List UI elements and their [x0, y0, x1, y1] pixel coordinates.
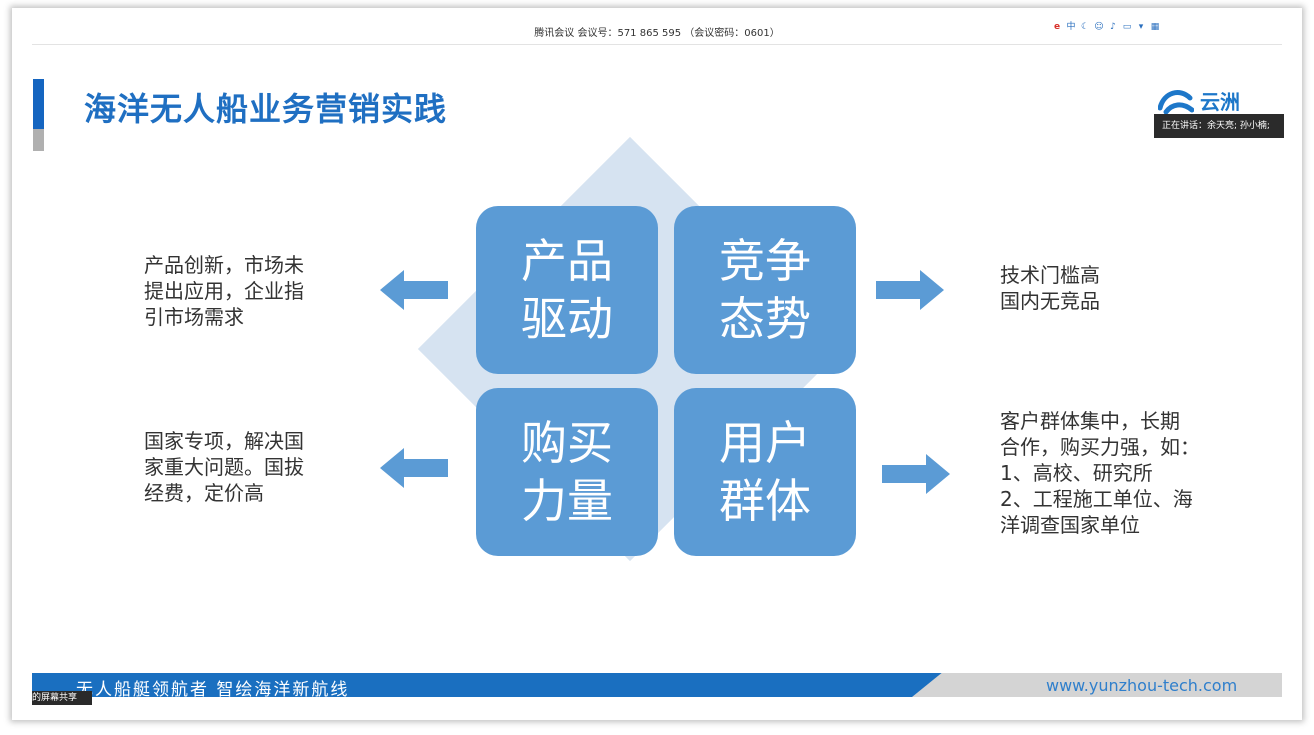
- quadrant-label: 态势: [719, 292, 811, 346]
- quadrant-label: 购买: [521, 416, 613, 470]
- arrow-right-icon: [876, 270, 944, 310]
- product-description: 产品创新，市场未 提出应用，企业指 引市场需求: [144, 252, 304, 330]
- description-line: 产品创新，市场未: [144, 253, 304, 277]
- logo-text: 云洲: [1200, 90, 1240, 114]
- quadrant-user-group: 用户 群体: [674, 388, 856, 556]
- grid-icon[interactable]: ▦: [1150, 22, 1160, 32]
- quadrant-competition: 竞争 态势: [674, 206, 856, 374]
- quadrant-purchasing-power: 购买 力量: [476, 388, 658, 556]
- quadrant-label: 力量: [521, 474, 613, 528]
- arrow-left-icon: [380, 270, 448, 310]
- users-description: 客户群体集中，长期 合作，购买力强，如： 1、高校、研究所 2、工程施工单位、海…: [1000, 408, 1200, 538]
- description-line: 引市场需求: [144, 305, 244, 329]
- footer-url: www.yunzhou-tech.com: [1046, 676, 1238, 695]
- moon-icon[interactable]: ☾: [1080, 22, 1090, 32]
- slide-title: 海洋无人船业务营销实践: [84, 90, 448, 128]
- emoji-icon[interactable]: ☺: [1094, 22, 1104, 32]
- arrow-left-icon: [380, 448, 448, 488]
- quadrant-label: 产品: [521, 234, 613, 288]
- description-line: 2、工程施工单位、海: [1000, 487, 1193, 511]
- competition-description: 技术门槛高 国内无竞品: [1000, 262, 1100, 314]
- purchase-description: 国家专项，解决国 家重大问题。国拔 经费，定价高: [144, 428, 304, 506]
- description-line: 国内无竞品: [1000, 289, 1100, 313]
- title-accent-bar: [33, 79, 44, 129]
- description-line: 客户群体集中，长期: [1000, 409, 1180, 433]
- description-line: 技术门槛高: [1000, 263, 1100, 287]
- screen-share-label[interactable]: 的屏幕共享: [32, 691, 92, 705]
- meeting-top-bar: 腾讯会议 会议号：571 865 595 （会议密码：0601） e 中 ☾ ☺…: [32, 8, 1282, 45]
- quadrant-label: 驱动: [521, 292, 613, 346]
- mic-icon[interactable]: ♪: [1110, 22, 1116, 32]
- app-icon[interactable]: e: [1053, 22, 1061, 32]
- speaker-indicator: 正在讲话：余天亮; 孙小楠;: [1154, 114, 1284, 138]
- footer-grey-band: [912, 673, 1282, 697]
- quadrant-product-driven: 产品 驱动: [476, 206, 658, 374]
- logo-wave-icon: [1157, 88, 1195, 114]
- description-line: 国家专项，解决国: [144, 429, 304, 453]
- company-logo: 云洲: [1157, 86, 1240, 115]
- title-accent-bar-grey: [33, 129, 44, 151]
- slide-footer: 无人船艇领航者 智绘海洋新航线 www.yunzhou-tech.com: [32, 673, 1282, 700]
- description-line: 提出应用，企业指: [144, 279, 304, 303]
- quadrant-label: 竞争: [719, 234, 811, 288]
- description-line: 经费，定价高: [144, 481, 264, 505]
- meeting-info: 腾讯会议 会议号：571 865 595 （会议密码：0601）: [534, 28, 780, 39]
- description-line: 洋调查国家单位: [1000, 513, 1140, 537]
- description-line: 合作，购买力强，如：: [1000, 435, 1200, 459]
- meeting-window: 腾讯会议 会议号：571 865 595 （会议密码：0601） e 中 ☾ ☺…: [12, 8, 1302, 720]
- lang-icon[interactable]: 中: [1066, 22, 1076, 32]
- description-line: 1、高校、研究所: [1000, 461, 1153, 485]
- footer-slogan: 无人船艇领航者 智绘海洋新航线: [76, 680, 350, 700]
- arrow-right-icon: [882, 454, 950, 494]
- quadrant-label: 用户: [719, 416, 811, 470]
- keyboard-icon[interactable]: ▭: [1122, 22, 1132, 32]
- quadrant-label: 群体: [719, 474, 811, 528]
- shirt-icon[interactable]: ▾: [1138, 22, 1144, 32]
- footer-blue-band: [32, 673, 962, 697]
- description-line: 家重大问题。国拔: [144, 455, 304, 479]
- system-tray: e 中 ☾ ☺ ♪ ▭ ▾ ▦: [1052, 22, 1160, 32]
